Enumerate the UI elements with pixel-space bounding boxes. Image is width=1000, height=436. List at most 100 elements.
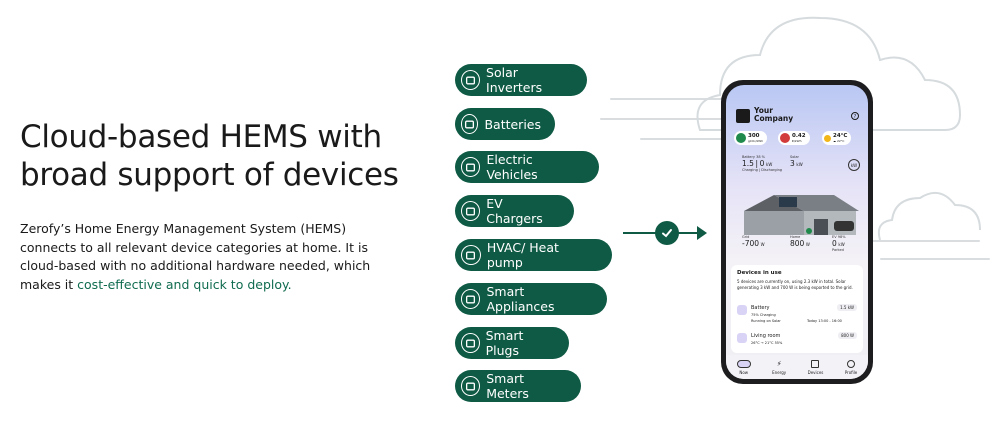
company-logo-icon <box>736 109 750 123</box>
ev-value: 0 <box>832 239 837 248</box>
ev-unit: kW <box>838 242 845 247</box>
ev-stat[interactable]: EV 98% 0 kW Parked <box>832 235 846 252</box>
deco-line <box>640 138 730 140</box>
help-icon[interactable]: ? <box>851 112 859 120</box>
device-category-pill[interactable]: Smart Appliances <box>455 283 607 315</box>
tab-label: Energy <box>772 369 787 375</box>
ev-sub: Parked <box>832 248 844 252</box>
battery-sep: | <box>755 159 759 168</box>
device-category-label: EV Chargers <box>486 196 543 226</box>
heat-pump-icon <box>461 245 481 265</box>
device-row-living-room[interactable]: Living room 800 W 26°C → 21°C 55% <box>737 331 859 351</box>
weather-chip[interactable]: 24°C☁ 22°C <box>822 131 852 145</box>
battery-sub: Charging | Discharging <box>742 168 783 172</box>
body-text: Zerofy’s Home Energy Management System (… <box>20 220 380 294</box>
battery-stat[interactable]: Battery 38 % 1.5 | 0 kW Charging | Disch… <box>742 155 782 172</box>
unit-toggle-button[interactable]: kW <box>848 159 860 171</box>
device-name: Living room <box>751 333 781 339</box>
battery-value2: 0 <box>759 159 765 168</box>
device-line1: 75% Charging <box>751 313 776 317</box>
solar-panel-icon <box>461 70 481 90</box>
temp-value: 24°C <box>833 132 848 139</box>
tab-label: Profile <box>844 369 858 375</box>
device-category-pill[interactable]: Solar Inverters <box>455 64 587 96</box>
device-category-label: Smart Meters <box>486 371 529 401</box>
tab-label: Devices <box>807 369 824 375</box>
device-category-label: Smart Plugs <box>485 328 524 358</box>
grid-stat[interactable]: Grid -700 W <box>742 235 765 248</box>
device-category-pill[interactable]: Electric Vehicles <box>455 151 599 183</box>
device-category-pill[interactable]: Batteries <box>455 108 555 140</box>
headline: Cloud-based HEMS with broad support of d… <box>20 119 399 193</box>
solar-label: Solar <box>790 155 799 159</box>
deco-line <box>600 118 730 120</box>
panel-summary: 5 devices are currently on, using 2.3 kW… <box>737 279 853 290</box>
solar-stat[interactable]: Solar 3 kW <box>790 155 803 168</box>
device-name: Battery <box>751 305 770 311</box>
device-line2a: Running on Solar <box>751 319 781 323</box>
battery-unit: kW <box>766 162 773 167</box>
sun-icon <box>824 134 831 142</box>
price-icon <box>780 133 790 143</box>
device-category-pill[interactable]: EV Chargers <box>455 195 574 227</box>
cloud-icon <box>877 191 981 241</box>
device-row-battery[interactable]: Battery 1.5 kW 75% Charging Running on S… <box>737 303 859 327</box>
battery-pct: 38 % <box>756 155 765 159</box>
home-stat[interactable]: Home 800 W <box>790 235 810 248</box>
bolt-icon: ⚡ <box>776 359 782 368</box>
tab-devices[interactable]: Devices <box>807 359 824 375</box>
thermostat-device-icon <box>737 333 747 343</box>
co2-value: 300 <box>748 132 760 139</box>
price-unit: €/kWh <box>792 138 802 143</box>
price-chip[interactable]: 0.42€/kWh <box>778 131 810 145</box>
tab-energy[interactable]: ⚡Energy <box>772 360 786 375</box>
panel-title: Devices in use <box>737 270 782 276</box>
device-category-pill[interactable]: HVAC/ Heat pump <box>455 239 612 271</box>
device-category-label: Solar Inverters <box>486 65 543 95</box>
grid-value: -700 <box>742 239 760 248</box>
tab-label: Now <box>739 369 749 375</box>
ev-charger-icon <box>461 201 481 221</box>
price-value: 0.42 <box>792 132 806 139</box>
tab-bar: Now ⚡Energy Devices Profile <box>726 355 868 379</box>
device-category-label: Smart Appliances <box>486 284 555 314</box>
grid-label: Grid <box>742 235 750 239</box>
cloud-icon <box>696 16 962 131</box>
car-icon <box>461 157 481 177</box>
check-icon <box>655 221 679 245</box>
tab-now[interactable]: Now <box>736 359 751 375</box>
grid-unit: W <box>760 242 765 247</box>
profile-icon <box>847 359 856 368</box>
body-text-main: Zerofy’s Home Energy Management System (… <box>20 221 371 292</box>
temp-sub: ☁ 22°C <box>833 138 845 143</box>
device-category-pill[interactable]: Smart Meters <box>455 370 581 402</box>
meter-icon <box>461 376 481 396</box>
solar-unit: kW <box>796 162 803 167</box>
battery-device-icon <box>737 305 747 315</box>
deco-line <box>870 240 980 242</box>
arrow-head-icon <box>697 226 707 240</box>
device-category-pill[interactable]: Smart Plugs <box>455 327 569 359</box>
appliance-icon <box>461 289 481 309</box>
house-illustration <box>744 195 859 235</box>
device-category-label: Batteries <box>484 116 541 132</box>
device-badge: 800 W <box>838 332 857 339</box>
device-line2b: Today 13:00 - 16:00 <box>807 319 842 323</box>
company-name: Your Company <box>754 106 794 123</box>
device-category-label: Electric Vehicles <box>486 152 538 182</box>
battery-icon <box>461 114 479 134</box>
co2-unit: gCO₂/kWh <box>748 138 764 143</box>
battery-label: Battery <box>742 155 755 159</box>
solar-value: 3 <box>790 159 795 168</box>
tab-profile[interactable]: Profile <box>844 359 858 375</box>
device-icon <box>811 359 820 368</box>
ev-pct: 98% <box>837 235 846 239</box>
home-label: Home <box>790 235 801 239</box>
ev-label: EV <box>832 235 837 239</box>
devices-in-use-panel: Devices in use 5 devices are currently o… <box>731 265 863 353</box>
battery-value: 1.5 <box>742 159 754 168</box>
device-badge: 1.5 kW <box>837 304 857 311</box>
